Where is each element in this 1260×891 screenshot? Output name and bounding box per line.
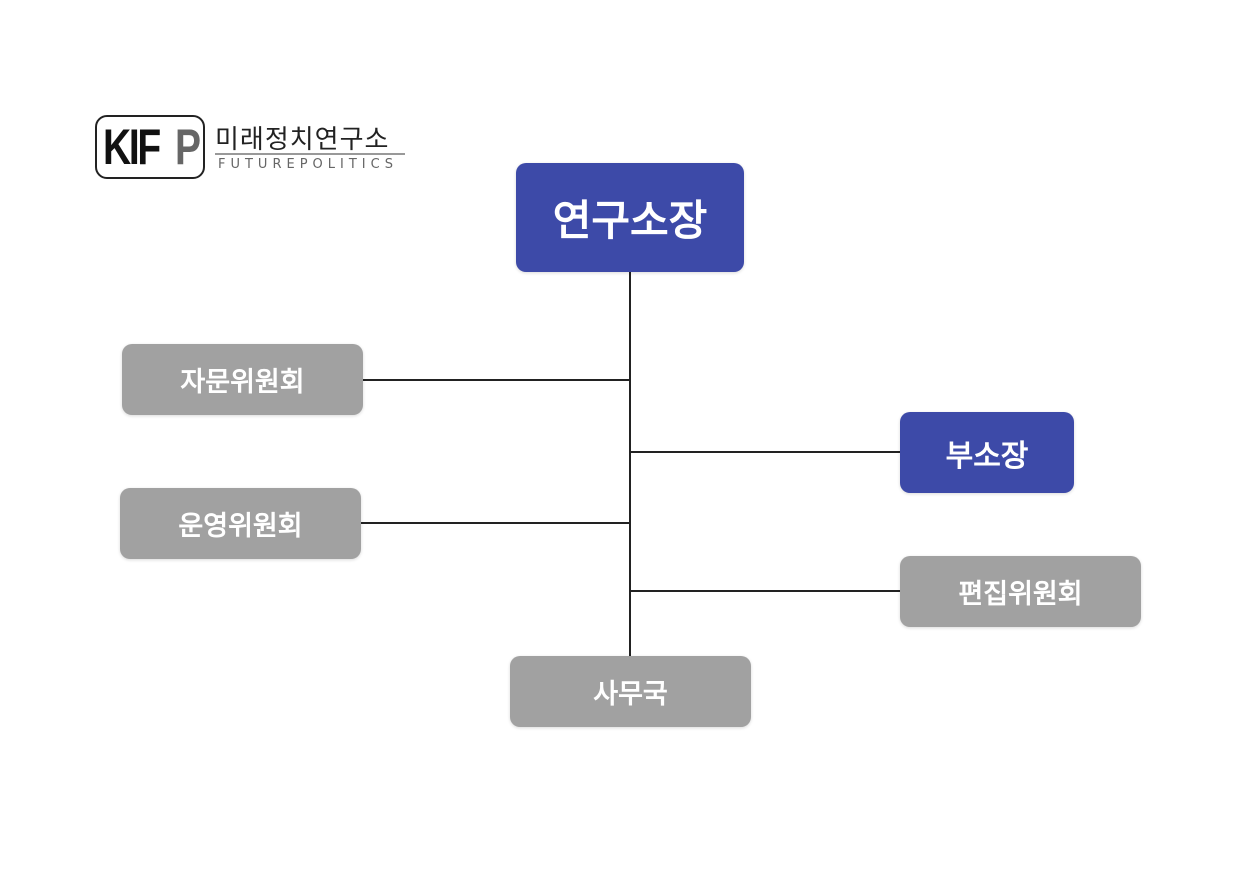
connector-advisory: [362, 379, 630, 381]
logo-mark-p: P: [174, 119, 201, 175]
logo-mark-kif: KIF: [103, 119, 161, 175]
node-editorial-committee: 편집위원회: [900, 556, 1141, 627]
logo-name-korean: 미래정치연구소: [215, 125, 390, 155]
node-secretariat: 사무국: [510, 656, 751, 727]
connector-deputy: [630, 451, 901, 453]
connector-operating: [360, 522, 630, 524]
node-director: 연구소장: [516, 163, 744, 272]
logo-name-english: FUTUREPOLITICS: [218, 157, 398, 172]
connector-trunk: [629, 272, 631, 657]
logo-divider: [215, 153, 405, 155]
node-deputy-director: 부소장: [900, 412, 1074, 493]
node-advisory-committee: 자문위원회: [122, 344, 363, 415]
connector-editorial: [630, 590, 901, 592]
node-operating-committee: 운영위원회: [120, 488, 361, 559]
